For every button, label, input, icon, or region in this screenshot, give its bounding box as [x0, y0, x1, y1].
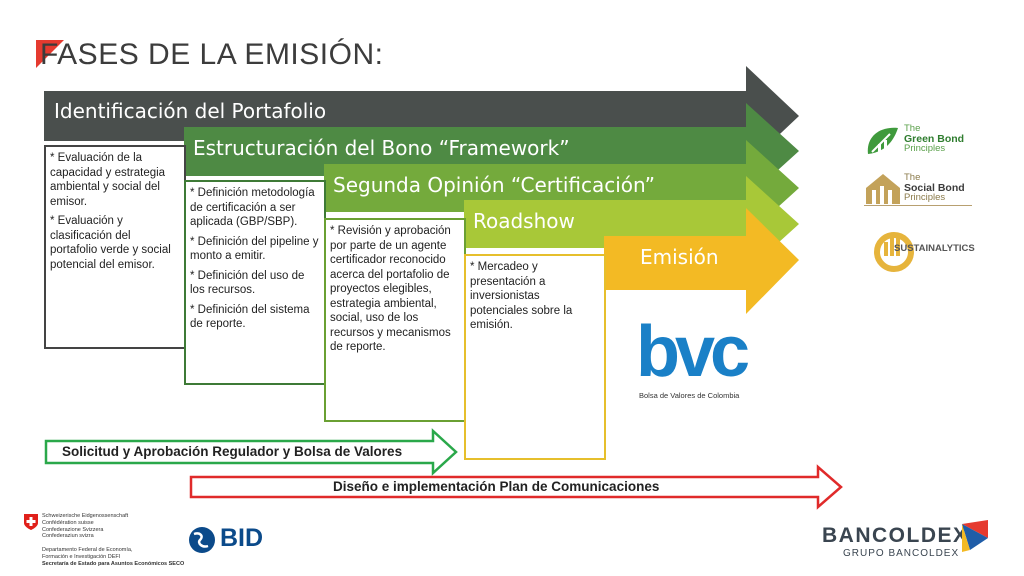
bancoldex-logo-text: BANCOLDEX: [822, 524, 969, 547]
detail-item: * Definición del sistema de reporte.: [190, 303, 310, 331]
detail-item: * Evaluación de la capacidad y estrategi…: [50, 152, 166, 208]
title-corner-mark-icon: [36, 40, 64, 68]
bancoldex-sub-text: GRUPO BANCOLDEX: [843, 548, 960, 559]
swiss-dept-text: Departamento Federal de Economía, Formac…: [42, 547, 185, 567]
swiss-shield-icon: [24, 514, 38, 530]
swiss-logo-text: Schweizerische Eidgenossenschaft Confédé…: [42, 513, 129, 540]
phase-details-segunda-opinion: * Revisión y aprobación por parte de un …: [324, 218, 466, 422]
detail-item: * Mercadeo y presentación a inversionist…: [470, 261, 573, 331]
phase-arrow-5: [604, 208, 799, 314]
detail-item: * Revisión y aprobación por parte de un …: [330, 225, 451, 353]
communications-bar-label: Diseño e implementación Plan de Comunica…: [333, 479, 660, 494]
green-bond-leaf-icon: [867, 127, 898, 156]
social-bond-house-icon: [866, 174, 900, 204]
bvc-logo-caption: Bolsa de Valores de Colombia: [639, 391, 740, 400]
bid-logo-text: BID: [220, 524, 264, 552]
detail-item: * Definición metodología de certificació…: [190, 187, 315, 228]
green-bond-logo-text: The Green Bond Principles: [904, 123, 965, 154]
phase-details-identificacion: * Evaluación de la capacidad y estrategi…: [44, 145, 186, 349]
phase-details-roadshow: * Mercadeo y presentación a inversionist…: [464, 254, 606, 460]
regulator-bar-label: Solicitud y Aprobación Regulador y Bolsa…: [62, 444, 403, 459]
bancoldex-mark-icon: [962, 520, 988, 552]
phase-label-segunda-opinion: Segunda Opinión “Certificación”: [333, 173, 655, 197]
sustainalytics-logo-text: SUSTAINALYTICS: [894, 243, 975, 254]
phase-label-identificacion: Identificación del Portafolio: [54, 99, 327, 123]
phase-label-emision: Emisión: [640, 245, 719, 269]
phase-label-estructuracion: Estructuración del Bono “Framework”: [193, 136, 570, 160]
regulator-bar-arrow: [44, 428, 458, 476]
social-bond-underline: [864, 205, 972, 206]
page-title: FASES DE LA EMISIÓN:: [40, 38, 384, 71]
detail-item: * Definición del uso de los recursos.: [190, 269, 305, 297]
phase-label-roadshow: Roadshow: [473, 209, 575, 233]
bvc-logo-mark: bvc: [636, 312, 750, 392]
bid-globe-icon: [189, 527, 215, 553]
detail-item: * Evaluación y clasificación del portafo…: [50, 215, 171, 271]
detail-item: * Definición del pipeline y monto a emit…: [190, 235, 319, 263]
social-bond-logo-text: The Social Bond Principles: [904, 172, 965, 203]
phase-details-estructuracion: * Definición metodología de certificació…: [184, 180, 326, 385]
communications-bar-arrow: [189, 464, 843, 510]
sustainalytics-logo-icon: [874, 232, 914, 272]
